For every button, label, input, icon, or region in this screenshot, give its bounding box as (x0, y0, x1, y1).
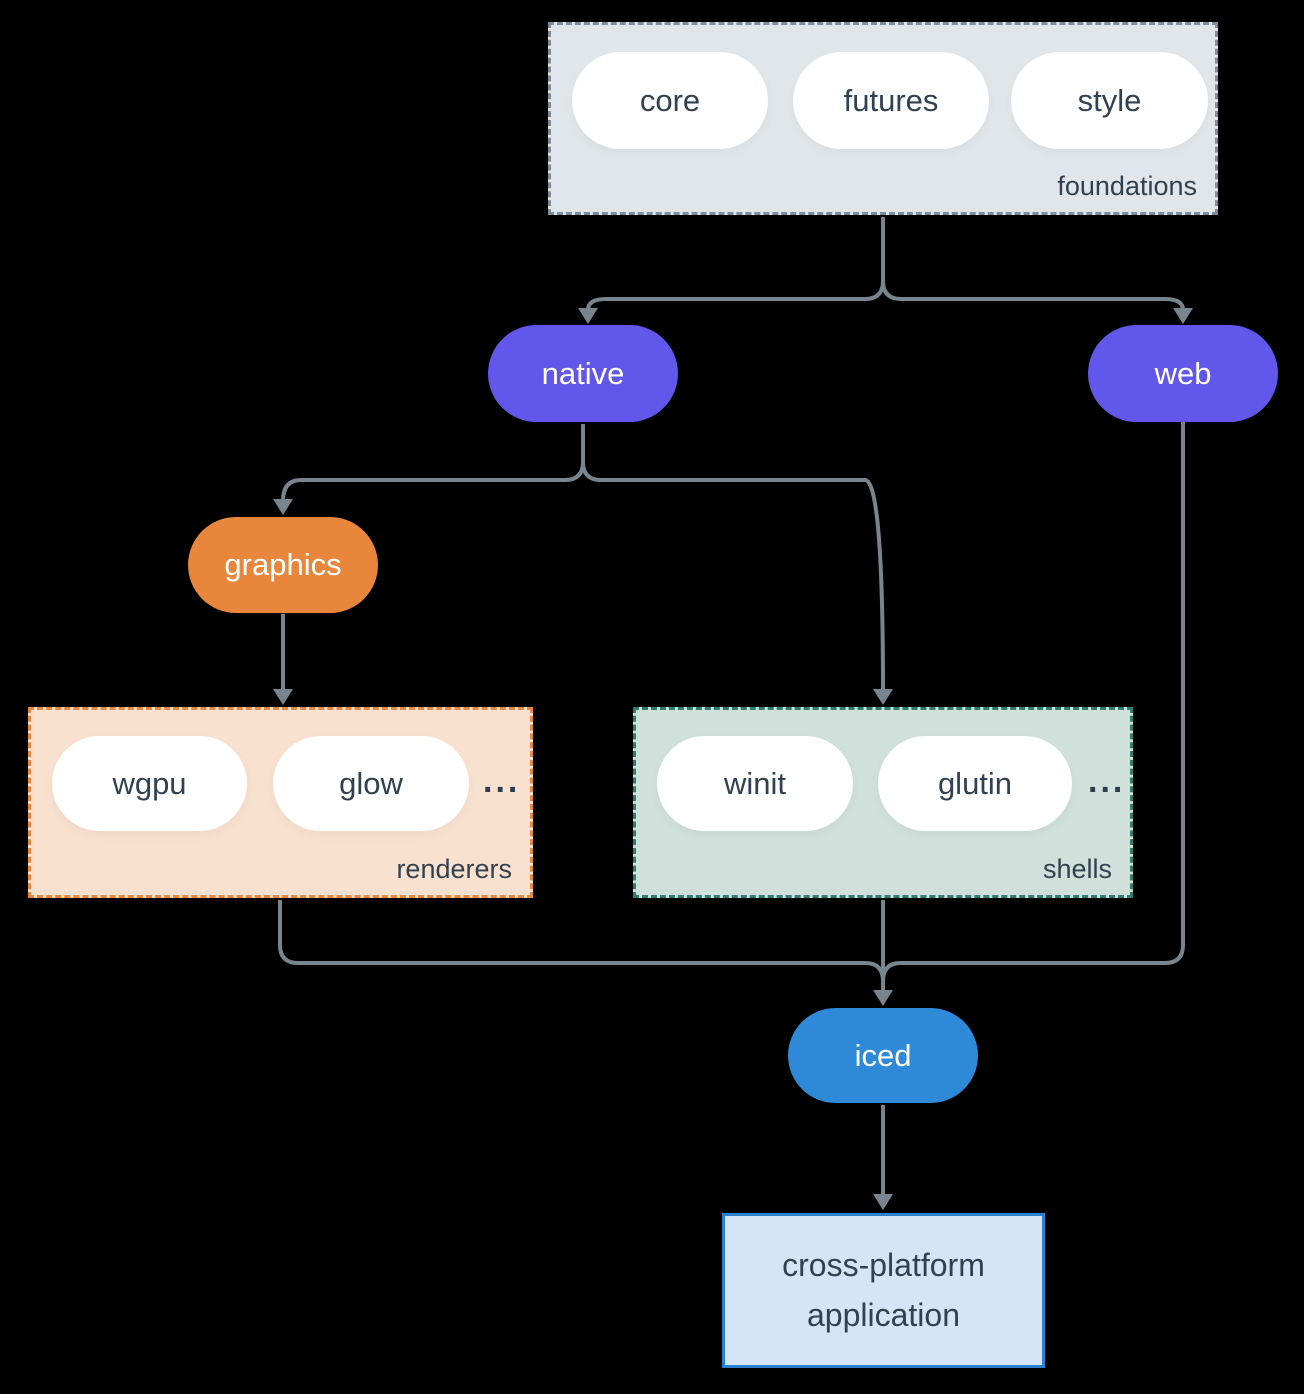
node-core-label: core (639, 82, 701, 118)
edge-foundations-to-native (586, 217, 885, 311)
node-iced-label: iced (854, 1037, 912, 1073)
arrowhead-icon (273, 689, 293, 705)
node-graphics: graphics (188, 517, 378, 613)
node-web-label: web (1154, 355, 1212, 391)
node-native: native (488, 325, 678, 422)
node-native-label: native (541, 355, 625, 391)
edge-native-to-graphics (281, 424, 585, 502)
node-wgpu: wgpu (52, 736, 247, 831)
edge-web-to-iced (881, 422, 1185, 982)
node-futures-label: futures (843, 82, 939, 118)
group-renderers-label: renderers (396, 854, 512, 884)
group-foundations: core futures style foundations (548, 22, 1218, 215)
node-application-label-line1: cross-platform (782, 1246, 985, 1283)
node-graphics-label: graphics (224, 547, 342, 582)
node-style-label: style (1077, 82, 1142, 118)
node-web: web (1088, 325, 1278, 422)
node-core: core (572, 52, 768, 149)
node-glutin: glutin (878, 736, 1072, 831)
node-glow-label: glow (339, 765, 403, 801)
node-application-label-line2: application (807, 1296, 960, 1333)
edge-native-to-shells (581, 424, 885, 692)
node-glow: glow (273, 736, 469, 831)
node-futures: futures (793, 52, 989, 149)
node-winit: winit (657, 736, 853, 831)
node-glutin-label: glutin (937, 765, 1013, 801)
node-wgpu-label: wgpu (112, 765, 187, 801)
renderers-ellipsis: ... (483, 762, 521, 800)
arrowhead-icon (578, 308, 598, 324)
arrowhead-icon (273, 499, 293, 515)
arrowhead-icon (1173, 308, 1193, 324)
group-foundations-label: foundations (1057, 171, 1197, 201)
edge-renderers-to-iced (278, 900, 885, 982)
edge-foundations-to-web (881, 217, 1185, 311)
node-iced: iced (788, 1008, 978, 1103)
group-renderers: wgpu glow ... renderers (28, 707, 533, 898)
arrowhead-icon (873, 689, 893, 705)
group-shells: winit glutin ... shells (633, 707, 1133, 898)
arrowhead-icon (873, 990, 893, 1006)
arrowhead-icon (873, 1194, 893, 1210)
shells-ellipsis: ... (1088, 762, 1126, 800)
node-winit-label: winit (723, 765, 786, 801)
group-shells-label: shells (1042, 854, 1112, 884)
node-style: style (1011, 52, 1208, 149)
node-application: cross-platform application (722, 1213, 1045, 1368)
